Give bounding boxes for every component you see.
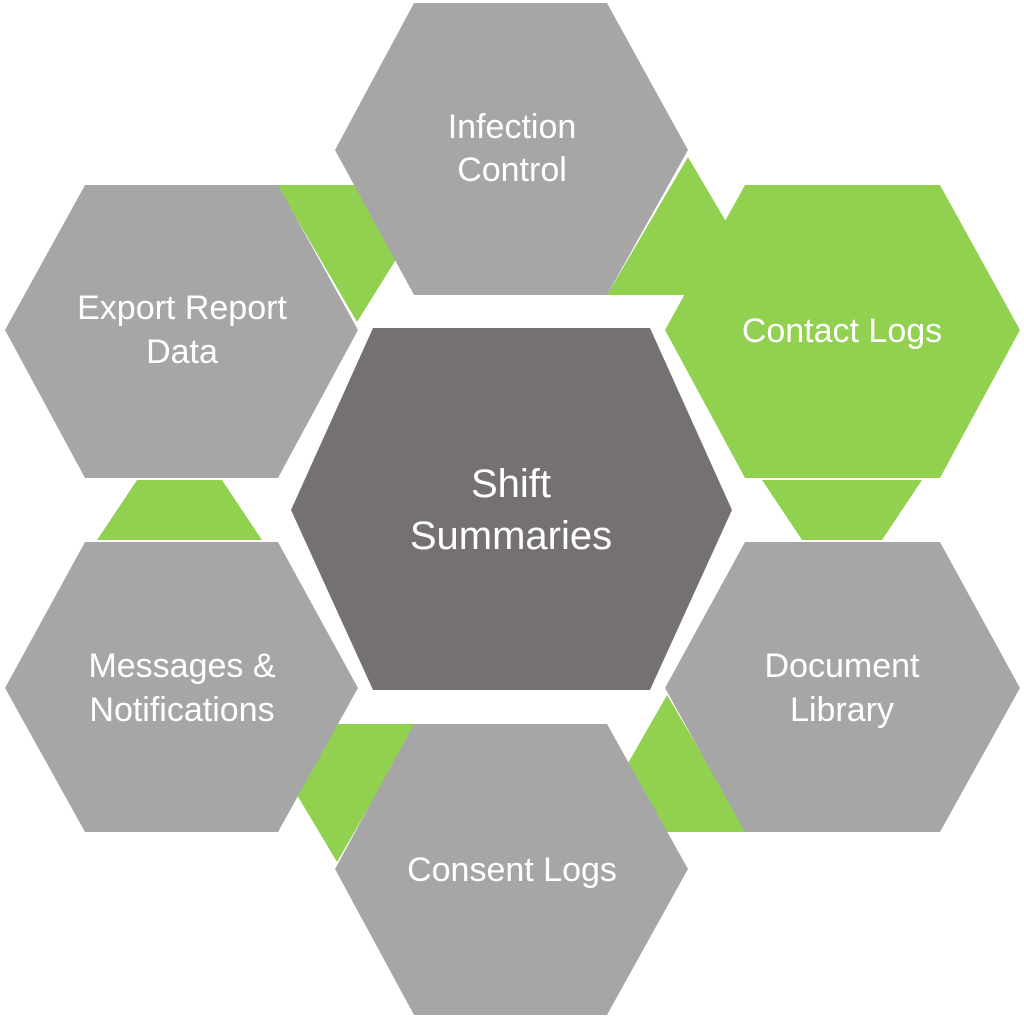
hex-export-report-data-line2: Data — [146, 333, 218, 371]
hex-messages-notifications-line1: Messages & — [88, 647, 275, 685]
connector-messages-export — [97, 480, 262, 540]
hex-messages-notifications[interactable]: Messages & Notifications — [5, 542, 358, 832]
hex-document-library-line2: Library — [790, 691, 894, 729]
hex-export-report-data-shape — [5, 185, 358, 478]
hex-shift-summaries-line2: Summaries — [410, 514, 612, 558]
hex-consent-logs[interactable]: Consent Logs — [335, 724, 688, 1015]
connector-export-infection — [277, 185, 397, 322]
hex-messages-notifications-line2: Notifications — [89, 691, 274, 729]
hex-shift-summaries-shape — [291, 328, 732, 690]
hex-infection-control[interactable]: Infection Control — [335, 3, 688, 295]
hex-shift-summaries-line1: Shift — [471, 462, 551, 506]
hex-shift-summaries[interactable]: Shift Summaries — [291, 328, 732, 690]
hex-document-library-line1: Document — [765, 647, 921, 685]
hex-document-library[interactable]: Document Library — [665, 542, 1020, 832]
hex-export-report-data[interactable]: Export Report Data — [5, 185, 358, 478]
hex-infection-control-line1: Infection — [448, 108, 577, 146]
connector-infection-contact — [607, 157, 728, 295]
connector-document-consent — [627, 695, 748, 832]
hex-infection-control-line2: Control — [457, 151, 567, 189]
hex-export-report-data-line1: Export Report — [77, 289, 287, 327]
connector-consent-messages — [297, 724, 417, 862]
hex-consent-logs-shape — [335, 724, 688, 1015]
hex-document-library-shape — [665, 542, 1020, 832]
hex-contact-logs[interactable]: Contact Logs — [665, 185, 1020, 478]
hex-contact-logs-shape — [665, 185, 1020, 478]
hex-infection-control-shape — [335, 3, 688, 295]
hex-consent-logs-line1: Consent Logs — [407, 851, 617, 889]
hex-contact-logs-line1: Contact Logs — [742, 312, 942, 350]
connector-contact-document — [762, 480, 922, 540]
hex-messages-notifications-shape — [5, 542, 358, 832]
